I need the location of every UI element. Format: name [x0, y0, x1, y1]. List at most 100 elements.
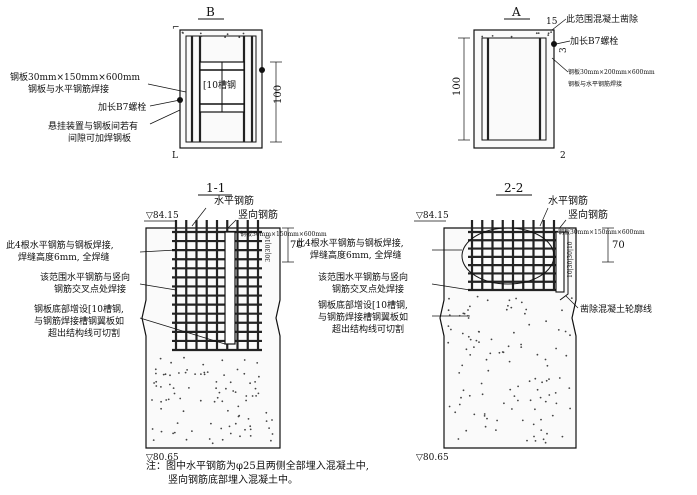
- view-b-hang-note-2: 间隙可加焊钢板: [68, 132, 131, 144]
- aggregate-dot: [258, 375, 260, 378]
- aggregate-dot: [487, 369, 490, 372]
- view-a: A 100 15 3 此范围混凝土凿除 加长B7螺栓 钢板30mm×200mm×…: [452, 5, 655, 161]
- aggregate-dot: [535, 32, 538, 35]
- view-a-bolt: [551, 41, 557, 47]
- aggregate-dot: [465, 348, 468, 351]
- aggregate-dot: [247, 418, 250, 420]
- section-1-weld-note-1: 此4根水平钢筋与钢板焊接,: [6, 239, 114, 251]
- aggregate-dot: [182, 410, 185, 413]
- aggregate-dot: [525, 308, 528, 311]
- aggregate-dot: [536, 353, 539, 356]
- view-a-dim: 100: [452, 77, 463, 96]
- view-b-channel-label: [10槽钢: [203, 79, 236, 91]
- view-a-title: A: [511, 5, 521, 19]
- aggregate-dot: [223, 374, 226, 376]
- aggregate-dot: [203, 373, 206, 376]
- aggregate-dot: [221, 359, 224, 362]
- aggregate-dot: [462, 312, 465, 315]
- aggregate-dot: [529, 399, 532, 402]
- aggregate-dot: [461, 332, 464, 335]
- aggregate-dot: [570, 297, 573, 299]
- aggregate-dot: [490, 338, 493, 341]
- aggregate-dot: [238, 36, 241, 39]
- aggregate-dot: [199, 399, 202, 402]
- aggregate-dot: [239, 435, 241, 438]
- aggregate-dot: [548, 394, 551, 396]
- aggregate-dot: [243, 372, 246, 375]
- aggregate-dot: [234, 391, 237, 393]
- aggregate-dot: [544, 441, 547, 444]
- aggregate-dot: [224, 36, 227, 38]
- aggregate-dot: [536, 388, 539, 391]
- aggregate-dot: [510, 35, 513, 38]
- section-1-1: 1-1 水平钢筋 竖向钢筋 钢板30mm×150mm×600mm 70 30|3…: [6, 181, 327, 463]
- section-2-elev-bottom: ▽80.65: [416, 453, 449, 463]
- aggregate-dot: [520, 301, 523, 304]
- aggregate-dot: [521, 419, 524, 422]
- section-2-cross-note-2: 钢筋交叉点处焊接: [332, 283, 404, 295]
- aggregate-dot: [194, 373, 197, 375]
- aggregate-dot: [268, 427, 270, 429]
- aggregate-dot: [555, 347, 557, 350]
- aggregate-dot: [270, 439, 272, 442]
- aggregate-dot: [478, 341, 480, 343]
- aggregate-dot: [460, 396, 462, 399]
- aggregate-dot: [200, 373, 202, 375]
- aggregate-dot: [211, 442, 214, 445]
- aggregate-dot: [509, 388, 512, 391]
- aggregate-dot: [234, 422, 237, 425]
- aggregate-dot: [179, 397, 182, 400]
- section-1-rebar-grid: [172, 220, 262, 352]
- aggregate-dot: [544, 400, 547, 403]
- aggregate-dot: [489, 352, 492, 355]
- aggregate-dot: [542, 438, 545, 441]
- aggregate-dot: [541, 381, 543, 384]
- aggregate-dot: [532, 423, 535, 426]
- aggregate-dot: [173, 431, 176, 434]
- aggregate-dot: [565, 354, 568, 357]
- section-2-channel-note-1: 钢板底部增设[10槽钢,: [318, 299, 408, 311]
- section-2-concrete: [439, 227, 577, 449]
- aggregate-dot: [159, 357, 162, 360]
- aggregate-dot: [218, 391, 221, 394]
- aggregate-dot: [534, 377, 537, 380]
- aggregate-dot: [167, 398, 170, 401]
- aggregate-dot: [546, 364, 549, 367]
- aggregate-dot: [185, 438, 188, 441]
- section-2-remove-outline-label: 凿除混凝土轮廓线: [580, 303, 652, 315]
- aggregate-dot: [249, 382, 252, 385]
- aggregate-dot: [186, 369, 189, 371]
- concrete-aggregate-pattern: [151, 31, 573, 445]
- section-2-2: 2-2 水平钢筋 竖向钢筋 钢板30mm×150mm×600mm 70 10|3…: [296, 181, 652, 463]
- aggregate-dot: [173, 392, 176, 395]
- aggregate-dot: [469, 305, 471, 308]
- aggregate-dot: [564, 330, 567, 333]
- aggregate-dot: [473, 346, 475, 348]
- aggregate-dot: [176, 422, 179, 424]
- section-1-cross-note-2: 钢筋交叉点处焊接: [54, 283, 126, 295]
- aggregate-dot: [170, 361, 173, 364]
- aggregate-dot: [202, 363, 205, 366]
- aggregate-dot: [508, 360, 511, 363]
- aggregate-dot: [160, 386, 162, 388]
- aggregate-dot: [450, 328, 452, 331]
- section-1-vertical-rebar-label: 竖向钢筋: [238, 208, 278, 221]
- aggregate-dot: [182, 32, 184, 34]
- aggregate-dot: [540, 429, 543, 431]
- section-2-vertical-rebar-label: 竖向钢筋: [568, 208, 608, 221]
- aggregate-dot: [458, 372, 461, 374]
- aggregate-dot: [220, 427, 223, 430]
- aggregate-dot: [265, 411, 268, 414]
- footnote-line-2: 竖向钢筋底部埋入混凝土中。: [168, 473, 298, 486]
- section-1-elev-bottom: ▽80.65: [146, 453, 179, 463]
- aggregate-dot: [458, 403, 461, 406]
- aggregate-dot: [178, 372, 180, 374]
- aggregate-dot: [153, 382, 156, 384]
- aggregate-dot: [481, 393, 484, 396]
- section-1-horizontal-rebar-label: 水平钢筋: [214, 194, 254, 207]
- aggregate-dot: [271, 419, 273, 421]
- view-b-plate-note: 钢板30mm×150mm×600mm: [10, 71, 141, 83]
- aggregate-dot: [215, 387, 218, 390]
- aggregate-dot: [227, 409, 229, 412]
